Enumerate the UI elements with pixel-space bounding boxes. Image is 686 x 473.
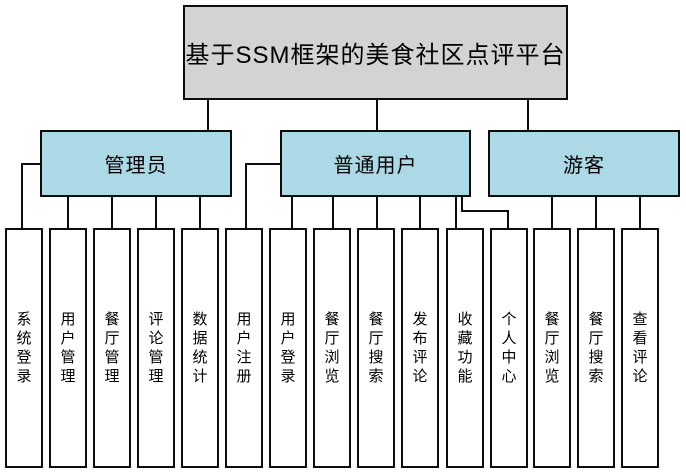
leaf-node-label: 用户登录 [280, 311, 296, 385]
branch-node-guest: 游客 [488, 130, 680, 197]
connector-user-child [245, 163, 280, 228]
leaf-node-label: 餐厅搜索 [588, 311, 604, 385]
leaf-node-label: 个人中心 [501, 311, 517, 385]
leaf-node-label: 餐厅浏览 [544, 311, 560, 385]
branch-node-admin: 管理员 [40, 130, 232, 197]
leaf-node-user-login: 用户登录 [269, 228, 307, 468]
connector-user-child [461, 197, 509, 228]
root-node-label: 基于SSM框架的美食社区点评平台 [185, 42, 566, 69]
branch-node-label: 游客 [563, 155, 605, 177]
leaf-node-user-register: 用户注册 [225, 228, 263, 468]
leaf-node-label: 收藏功能 [457, 311, 473, 385]
leaf-node-label: 餐厅管理 [104, 311, 120, 385]
leaf-node-post-comment: 发布评论 [401, 228, 439, 468]
leaf-node-label: 系统登录 [16, 311, 32, 385]
leaf-node-label: 用户管理 [60, 311, 76, 385]
branch-node-regular-user: 普通用户 [280, 130, 471, 197]
leaf-node-data-statistics: 数据统计 [181, 228, 219, 468]
root-node-platform: 基于SSM框架的美食社区点评平台 [183, 5, 568, 100]
branch-node-label: 普通用户 [333, 155, 418, 177]
connector-admin-child [21, 163, 40, 228]
leaf-node-restaurant-management: 餐厅管理 [93, 228, 131, 468]
leaf-node-comment-management: 评论管理 [137, 228, 175, 468]
leaf-node-system-login: 系统登录 [5, 228, 43, 468]
leaf-node-personal-center: 个人中心 [490, 228, 528, 468]
leaf-node-favorites: 收藏功能 [446, 228, 484, 468]
leaf-node-restaurant-search: 餐厅搜索 [357, 228, 395, 468]
leaf-node-view-comments: 查看评论 [621, 228, 659, 468]
leaf-node-label: 查看评论 [632, 311, 648, 385]
leaf-node-label: 餐厅搜索 [368, 311, 384, 385]
leaf-node-label: 用户注册 [236, 311, 252, 385]
leaf-node-label: 数据统计 [192, 311, 208, 385]
leaf-node-user-management: 用户管理 [49, 228, 87, 468]
leaf-node-label: 发布评论 [412, 311, 428, 385]
leaf-node-guest-restaurant-search: 餐厅搜索 [577, 228, 615, 468]
branch-node-label: 管理员 [104, 155, 168, 177]
leaf-node-restaurant-browse: 餐厅浏览 [313, 228, 351, 468]
leaf-node-label: 餐厅浏览 [324, 311, 340, 385]
leaf-node-guest-restaurant-browse: 餐厅浏览 [533, 228, 571, 468]
leaf-node-label: 评论管理 [148, 311, 164, 385]
